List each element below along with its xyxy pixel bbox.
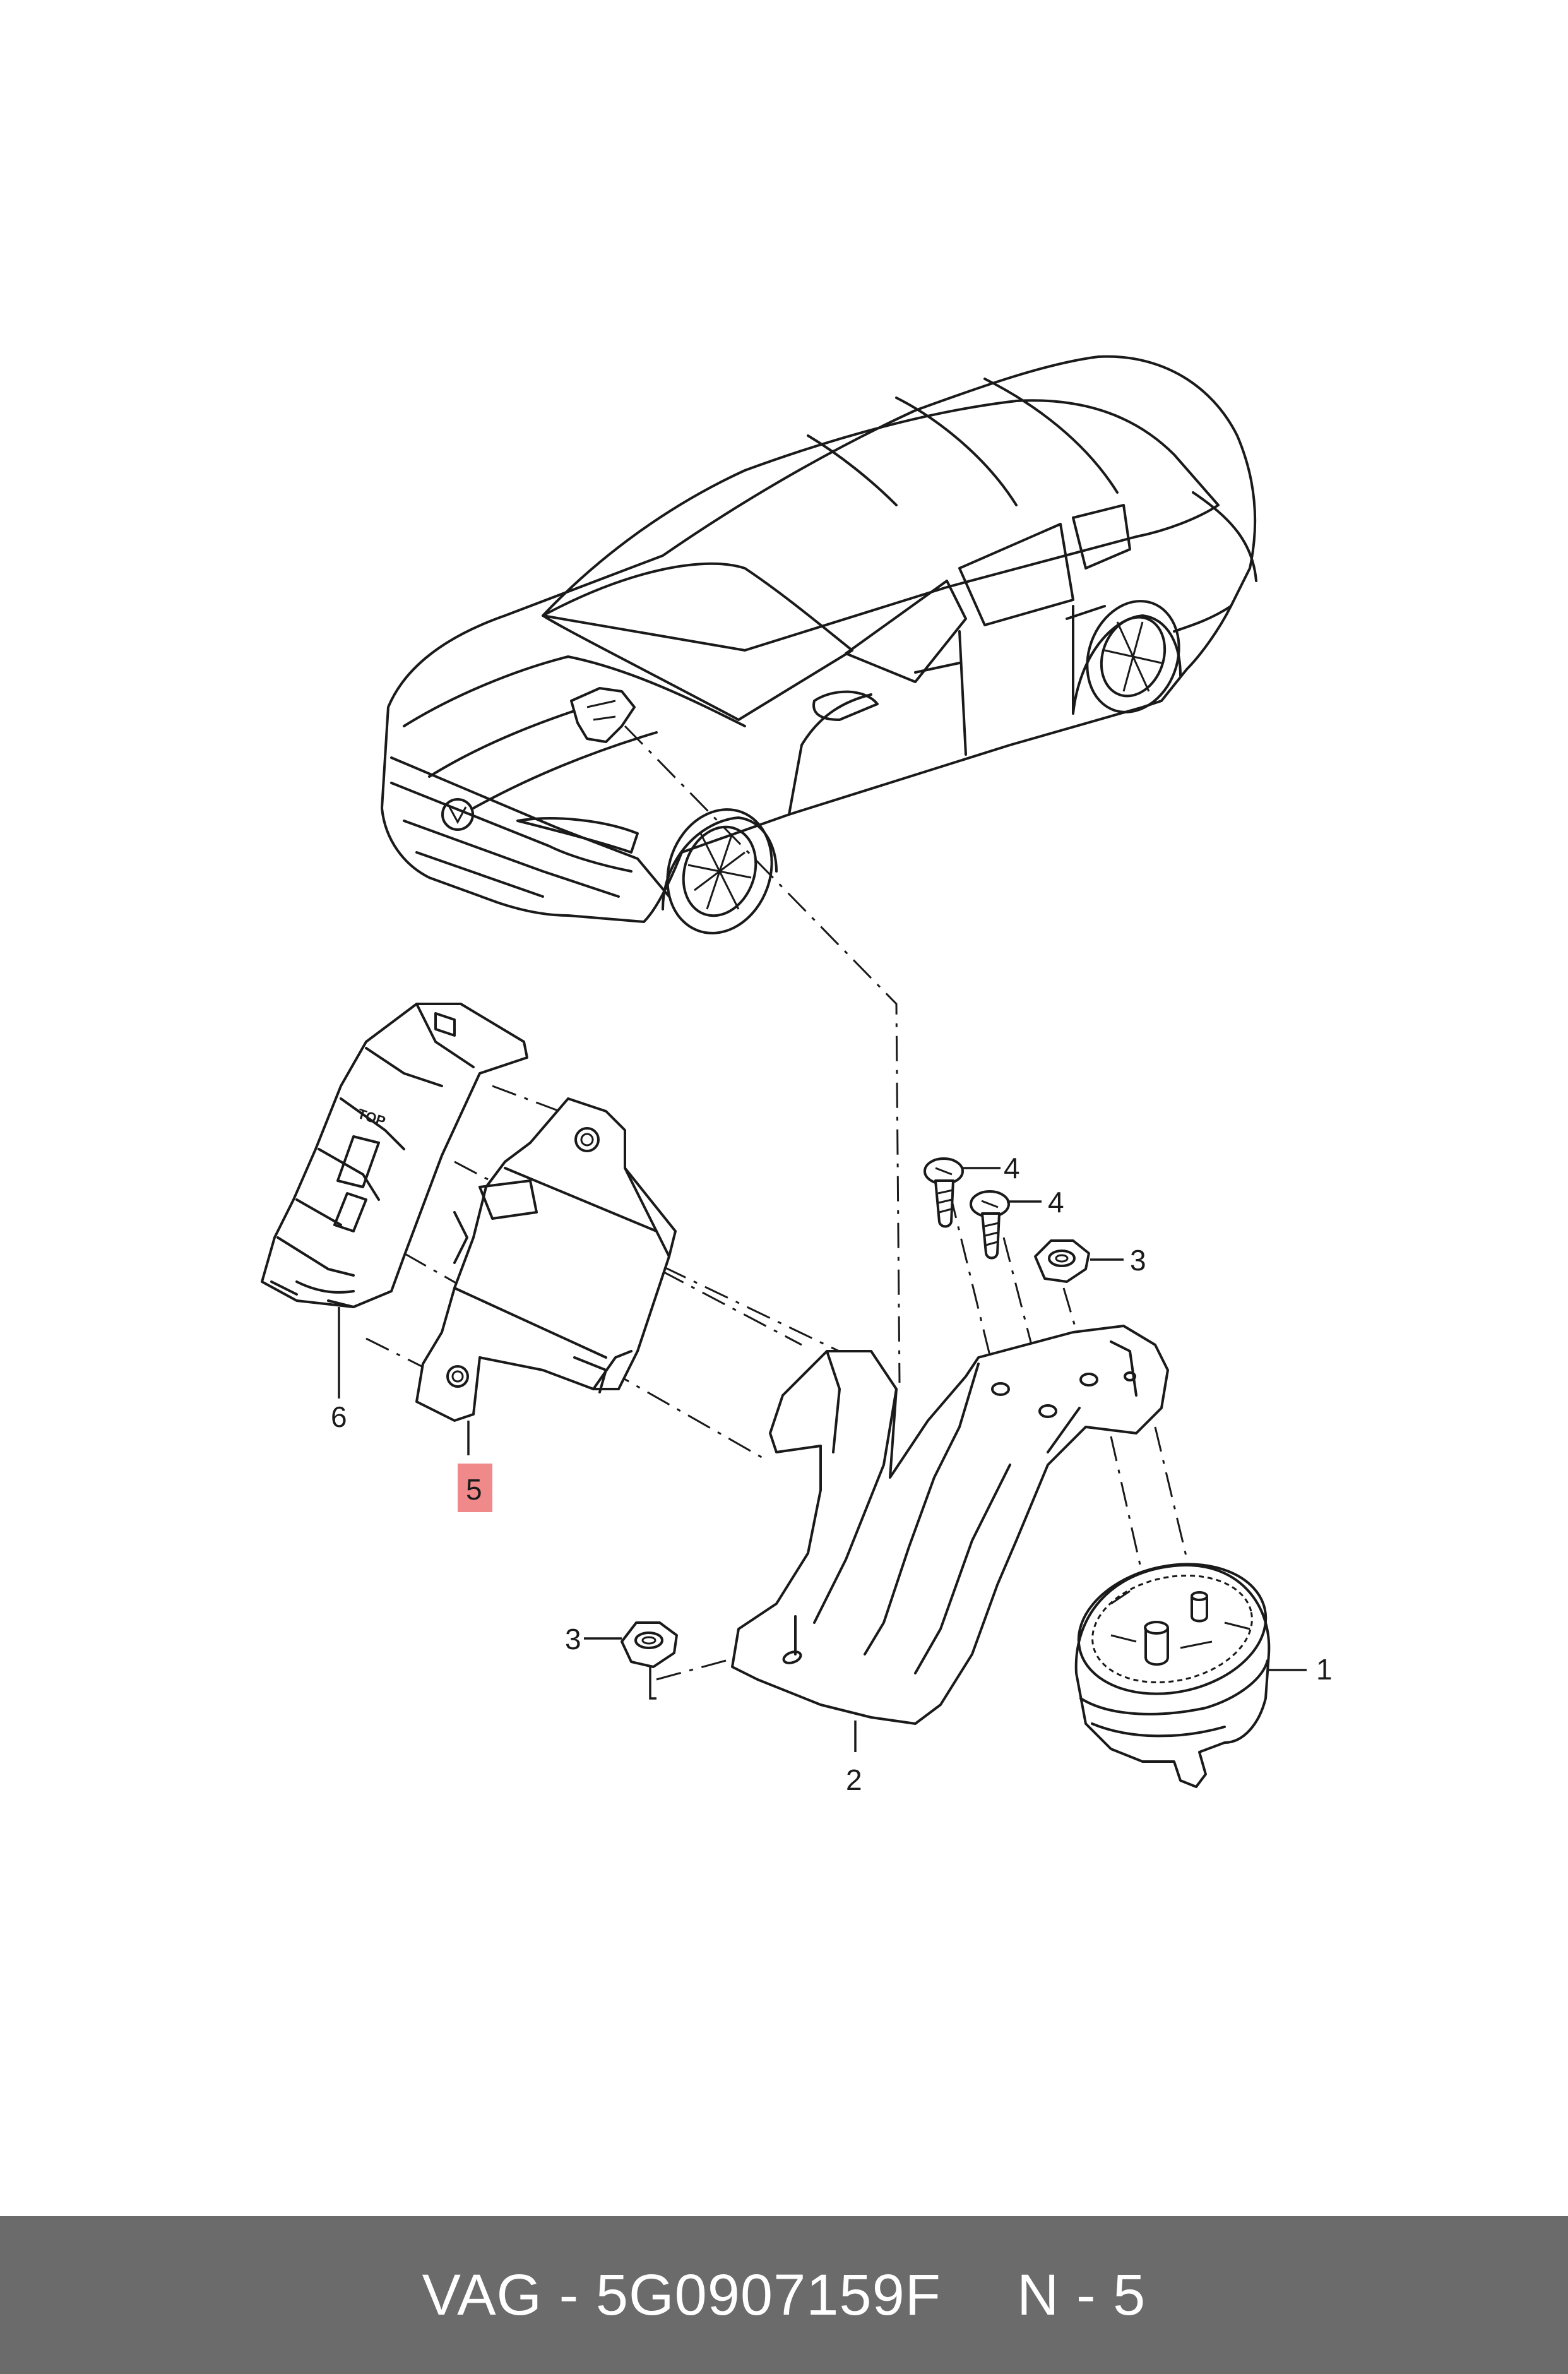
callout-3-lower: 3 (565, 1623, 581, 1655)
callout-5: 5 (466, 1473, 482, 1506)
callout-2: 2 (846, 1763, 862, 1796)
parts-diagram: TOP (261, 355, 1333, 1796)
callout-3-upper: 3 (1130, 1244, 1146, 1277)
part-4-screw-upper (924, 1157, 964, 1228)
position-reference: N - 5 (1016, 2262, 1146, 2327)
part-reference: VAG - 5G0907159F (422, 2262, 941, 2327)
footer-bar: VAG - 5G0907159F N - 5 (0, 2216, 1568, 2374)
callout-4-upper: 4 (1004, 1152, 1020, 1184)
part-2-bracket (731, 1325, 1169, 1725)
part-4-screw-lower (970, 1190, 1010, 1260)
callout-6: 6 (331, 1400, 347, 1433)
part-5-control-unit (415, 1097, 677, 1422)
callout-5-highlight (458, 1464, 492, 1512)
callout-4-lower: 4 (1048, 1186, 1064, 1219)
callout-leaders (338, 1167, 1307, 1752)
part-3-nut-lower (621, 1621, 678, 1668)
car-illustration (381, 355, 1257, 934)
part-1-horn (1074, 1563, 1271, 1788)
part-3-nut-upper (1034, 1239, 1090, 1283)
callout-1: 1 (1316, 1653, 1333, 1686)
part-6-cover: TOP (261, 1003, 528, 1308)
